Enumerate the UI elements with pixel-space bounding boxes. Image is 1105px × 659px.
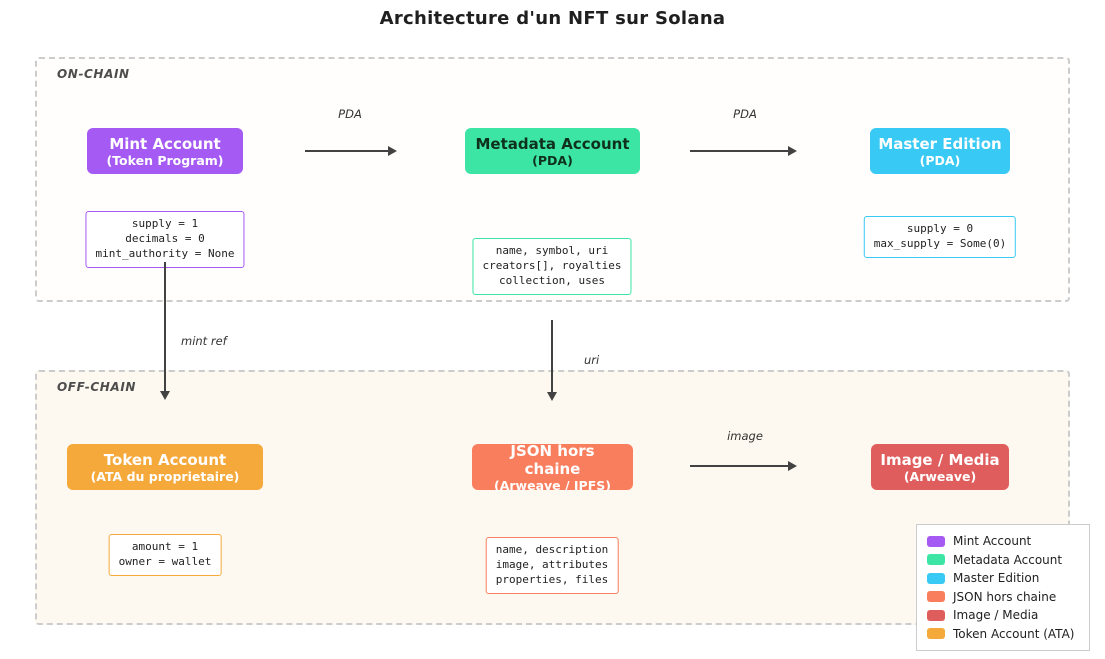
master-edition-detail-box: supply = 0 max_supply = Some(0) [863,216,1017,258]
legend-item-json-offchain: JSON hors chaine [927,588,1079,607]
legend-swatch-token-account-ata [927,628,945,640]
metadata-account-detail-box: name, symbol, uri creators[], royalties … [472,238,632,295]
edge-label-mint-ref: mint ref [181,334,227,348]
arrow-mint-to-metadata [305,146,397,156]
legend-swatch-image-media [927,609,945,621]
legend-label-image-media: Image / Media [953,608,1039,623]
node-mint-account: Mint Account (Token Program) [87,128,243,174]
node-token-account-title: Token Account [103,450,227,469]
off-chain-label: OFF-CHAIN [57,380,137,394]
node-token-account-subtitle: (ATA du proprietaire) [90,468,240,484]
node-image-media-title: Image / Media [880,450,1000,469]
edge-label-pda-mint-metadata: PDA [338,107,362,121]
legend-swatch-json-offchain [927,591,945,603]
legend-item-token-account-ata: Token Account (ATA) [927,625,1079,644]
node-json-offchain-subtitle: (Arweave / IPFS) [494,477,611,493]
legend-label-mint-account: Mint Account [953,534,1032,549]
legend-label-master-edition: Master Edition [953,571,1040,586]
json-offchain-detail-box: name, description image, attributes prop… [485,537,619,594]
mint-account-detail-box: supply = 1 decimals = 0 mint_authority =… [85,211,245,268]
legend-swatch-master-edition [927,572,945,584]
legend-item-metadata-account: Metadata Account [927,551,1079,570]
node-metadata-account: Metadata Account (PDA) [465,128,640,174]
legend-swatch-metadata-account [927,554,945,566]
node-master-edition-title: Master Edition [878,134,1002,153]
diagram-title: Architecture d'un NFT sur Solana [379,8,726,29]
node-mint-account-title: Mint Account [109,134,221,153]
on-chain-label: ON-CHAIN [57,67,130,81]
node-json-offchain-title: JSON hors chaine [510,441,595,478]
node-mint-account-subtitle: (Token Program) [106,152,224,168]
legend-label-json-offchain: JSON hors chaine [953,589,1057,604]
node-token-account: Token Account (ATA du proprietaire) [67,444,263,490]
edge-label-image: image [727,429,763,443]
legend-label-metadata-account: Metadata Account [953,552,1063,567]
node-image-media: Image / Media (Arweave) [871,444,1009,490]
legend-item-mint-account: Mint Account [927,532,1079,551]
token-account-detail-box: amount = 1 owner = wallet [108,534,222,576]
node-master-edition: Master Edition (PDA) [870,128,1010,174]
edge-label-pda-metadata-master: PDA [733,107,757,121]
legend-item-master-edition: Master Edition [927,569,1079,588]
node-metadata-account-subtitle: (PDA) [532,152,573,168]
legend-item-image-media: Image / Media [927,606,1079,625]
node-json-offchain: JSON hors chaine (Arweave / IPFS) [472,441,633,493]
node-master-edition-subtitle: (PDA) [919,152,961,168]
legend-label-token-account-ata: Token Account (ATA) [953,626,1075,641]
node-metadata-account-title: Metadata Account [475,134,630,153]
legend-swatch-mint-account [927,535,945,547]
arrow-mint-to-token [160,262,170,400]
arrow-metadata-to-master [690,146,797,156]
legend: Mint Account Metadata Account Master Edi… [916,524,1090,651]
node-image-media-subtitle: (Arweave) [903,468,977,484]
arrow-json-to-image [690,461,797,471]
edge-label-uri: uri [584,353,600,367]
arrow-metadata-to-json [547,320,557,401]
